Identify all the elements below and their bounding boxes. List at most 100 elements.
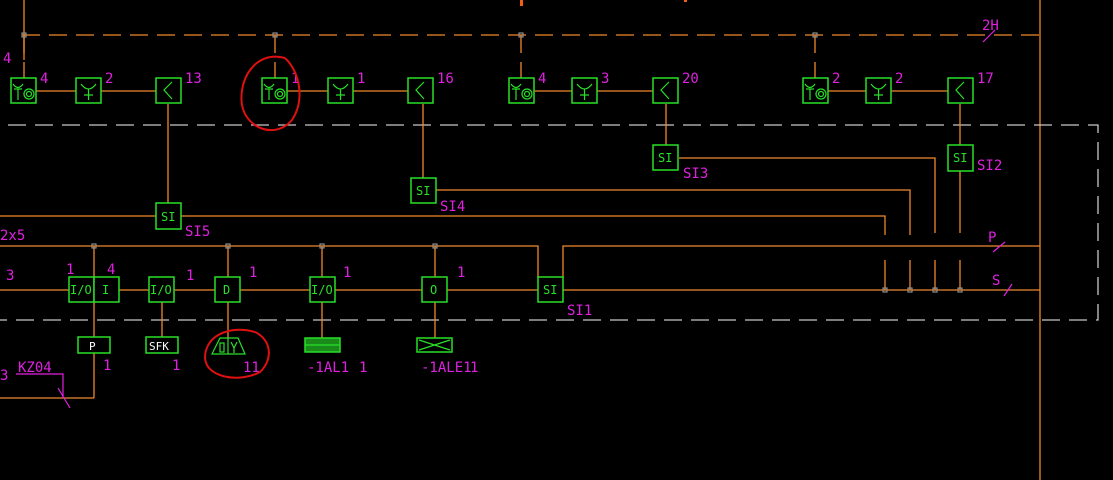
si-box-4[interactable]: SI: [410, 177, 437, 204]
bus-s-tick: [1003, 283, 1013, 297]
module-d[interactable]: D: [214, 276, 241, 303]
device-ale[interactable]: [416, 337, 453, 353]
junction: [272, 32, 278, 38]
junction: [319, 243, 325, 249]
red-annotation-circle: [203, 328, 270, 379]
module-ytheta[interactable]: [802, 77, 829, 104]
si-box-5[interactable]: SI: [155, 202, 182, 230]
module-ycross[interactable]: [865, 77, 892, 104]
bus-p-tick: [992, 241, 1006, 253]
module-signal[interactable]: [407, 77, 434, 104]
bv-trapezoid-icon: [211, 337, 246, 355]
module-ycross[interactable]: [327, 77, 354, 104]
module-qty: 2: [895, 71, 903, 87]
device-bv[interactable]: [211, 337, 246, 355]
module-qty: 3: [601, 71, 609, 87]
device-qty: 1: [359, 360, 367, 376]
device-qty: 1: [103, 358, 111, 374]
module-signal[interactable]: [652, 77, 679, 104]
device-qty: 11: [243, 360, 260, 376]
module-ytheta[interactable]: [508, 77, 535, 104]
kz-tick: [57, 387, 71, 409]
module-qty: 1: [357, 71, 365, 87]
device-qty: 1: [470, 360, 478, 376]
bus-s-label: S: [992, 273, 1000, 289]
module-label: I/O: [311, 283, 333, 297]
module-label: I: [102, 283, 109, 297]
module-ycross[interactable]: [75, 77, 102, 104]
module-signal[interactable]: [155, 77, 182, 104]
si-box-3[interactable]: SI: [652, 144, 679, 171]
si-tag: SI4: [440, 199, 465, 215]
junction: [432, 243, 438, 249]
si-tag: SI5: [185, 224, 210, 240]
module-qty: 4: [538, 71, 546, 87]
module-qty: 16: [437, 71, 454, 87]
socket-theta-icon: [804, 83, 816, 100]
junction: [882, 287, 888, 293]
si-tag: SI3: [683, 166, 708, 182]
module-qty: 17: [977, 71, 994, 87]
si-box-label: SI: [161, 210, 175, 224]
bus-p-line: [0, 245, 539, 278]
module-ytheta[interactable]: [261, 77, 288, 104]
socket-theta-icon: [263, 83, 275, 100]
module-qty: 2: [832, 71, 840, 87]
si-tag: SI2: [977, 158, 1002, 174]
si-tag: SI1: [567, 303, 592, 319]
device-al[interactable]: [304, 337, 341, 353]
module-label: D: [223, 283, 230, 297]
kz04-label: KZ04: [18, 360, 52, 376]
device-tag: -1ALE1: [421, 360, 472, 376]
signal-icon: [163, 81, 173, 100]
socket-cross-icon: [870, 83, 887, 100]
junction: [225, 243, 231, 249]
bus-2h-tick: [982, 29, 996, 43]
kz-leader: [16, 373, 64, 398]
module-label: O: [430, 283, 437, 297]
device-p[interactable]: P: [77, 336, 111, 354]
si-box-1[interactable]: SI: [537, 276, 564, 303]
bus-p-label: P: [988, 230, 996, 246]
socket-cross-icon: [332, 83, 349, 100]
module-io-3[interactable]: I/O: [309, 276, 336, 303]
junction: [518, 32, 524, 38]
module-qty: 13: [185, 71, 202, 87]
si-box-label: SI: [416, 184, 430, 198]
socket-theta-icon: [12, 83, 24, 100]
marker: [684, 0, 687, 2]
wire: [679, 157, 936, 233]
module-io-1[interactable]: I/O: [68, 276, 95, 303]
si-box-2[interactable]: SI: [947, 144, 974, 172]
device-label: P: [89, 340, 96, 353]
signal-icon: [955, 81, 965, 100]
junction: [812, 32, 818, 38]
module-o[interactable]: O: [421, 276, 448, 303]
module-io-2[interactable]: I/O: [148, 276, 175, 303]
module-qty: 1: [66, 262, 74, 278]
module-qty: 1: [457, 265, 465, 281]
signal-icon: [660, 81, 670, 100]
socket-cross-icon: [576, 83, 593, 100]
module-signal[interactable]: [947, 77, 974, 104]
module-qty: 4: [107, 262, 115, 278]
module-label: I/O: [70, 283, 92, 297]
frame-boundary: [0, 124, 1099, 321]
bus-2h-label: 2H: [982, 18, 999, 34]
module-qty: 4: [40, 71, 48, 87]
device-tag: -1AL1: [307, 360, 349, 376]
red-annotation-circle: [240, 55, 301, 132]
wire: [181, 215, 886, 235]
socket-cross-icon: [80, 83, 97, 100]
module-ytheta[interactable]: [10, 77, 37, 104]
socket-theta-icon: [510, 83, 522, 100]
module-qty: 1: [343, 265, 351, 281]
module-qty: 1: [186, 268, 194, 284]
module-qty: 2: [105, 71, 113, 87]
module-qty: 20: [682, 71, 699, 87]
module-ycross[interactable]: [571, 77, 598, 104]
device-sfk[interactable]: SFK: [145, 336, 179, 354]
module-i[interactable]: I: [93, 276, 120, 303]
junction: [91, 243, 97, 249]
